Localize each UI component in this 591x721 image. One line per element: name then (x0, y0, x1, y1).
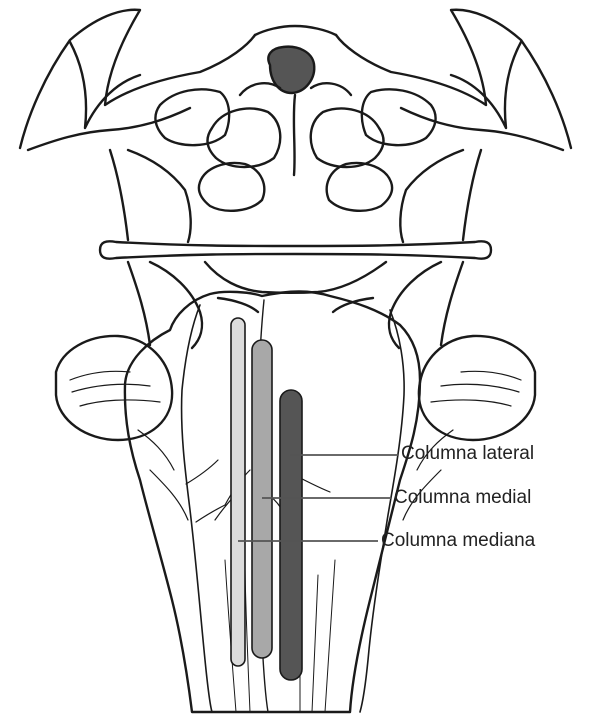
middle-left-outline (128, 262, 150, 345)
lateral-column-right (463, 150, 481, 240)
right-hemisphere-fold-2 (401, 108, 563, 150)
left-lobe (56, 336, 172, 440)
peduncle-left (128, 150, 191, 242)
habenula-right (311, 83, 351, 95)
pyramid-left (182, 305, 212, 712)
peduncle-right (400, 150, 463, 242)
left-lobe-stripes (70, 371, 160, 406)
median-column-bar (231, 318, 245, 666)
left-hemisphere-fold-2 (28, 108, 190, 150)
middle-right-bulge (389, 262, 441, 348)
medial-column-bar (252, 340, 272, 658)
label-columna-mediana: Columna mediana (381, 531, 535, 550)
middle-left-bulge (150, 262, 202, 348)
superior-colliculus-right (311, 109, 384, 167)
medulla-contour-left (138, 430, 188, 520)
central-groove (294, 95, 295, 175)
habenula-left (240, 83, 280, 95)
superior-colliculus-left (207, 109, 280, 167)
right-lobe-stripes (431, 371, 521, 406)
inferior-colliculus-left (199, 163, 264, 211)
fourth-ventricle-floor-right (333, 298, 373, 312)
lateral-column-left (110, 150, 128, 240)
fourth-ventricle-floor-left (218, 298, 258, 312)
pyramid-right (360, 310, 404, 712)
lateral-column-bar (280, 390, 302, 680)
middle-right-outline (441, 262, 463, 345)
transverse-band (100, 241, 491, 258)
label-columna-medial: Columna medial (394, 488, 531, 507)
left-hemisphere-fold (70, 42, 140, 128)
upper-center-arches (255, 26, 336, 35)
right-lobe (419, 336, 535, 440)
right-hemisphere-fold (451, 42, 521, 128)
label-columna-lateral: Columna lateral (401, 444, 534, 463)
fourth-ventricle-top (205, 262, 386, 293)
inferior-colliculus-right (327, 163, 392, 211)
